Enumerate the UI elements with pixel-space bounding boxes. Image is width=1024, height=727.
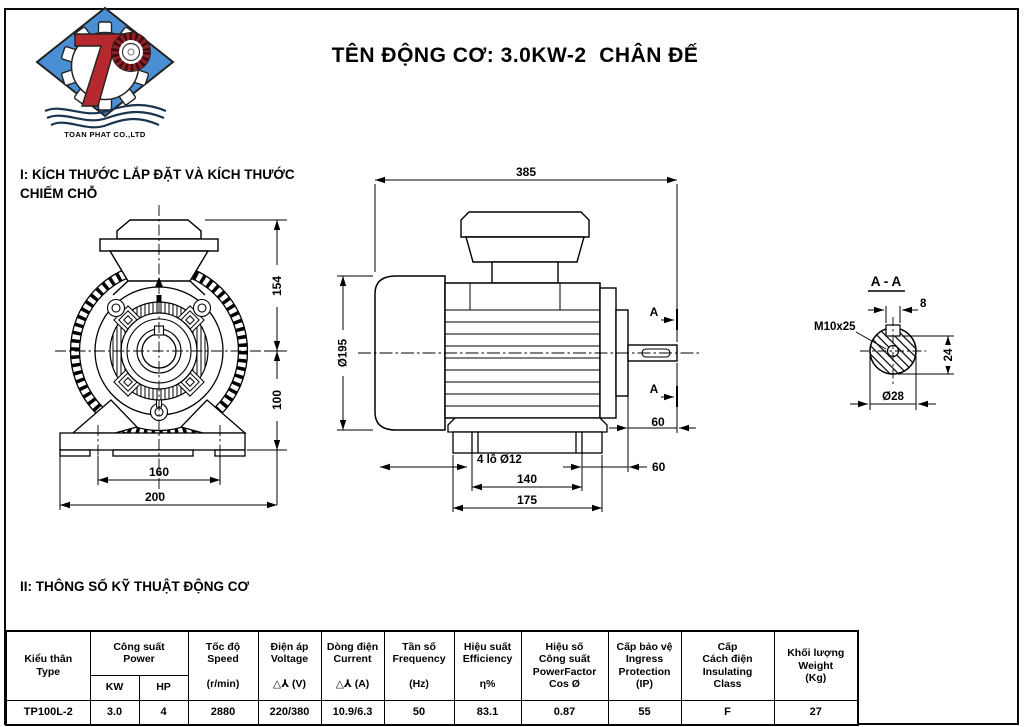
col-header-efficiency: Hiệu suất Efficiency η% bbox=[453, 630, 522, 701]
dimension-175 bbox=[452, 455, 603, 512]
section-2-heading: II: THÔNG SỐ KỸ THUẬT ĐỘNG CƠ bbox=[20, 579, 250, 594]
dim-60-shaft-label: 60 bbox=[651, 415, 665, 429]
section-aa-title: A - A bbox=[871, 274, 902, 289]
body-fins bbox=[445, 283, 600, 407]
cell-frequency: 50 bbox=[383, 699, 455, 725]
cell-weight: 27 bbox=[773, 699, 859, 725]
cell-kw: 3.0 bbox=[89, 699, 140, 725]
col-header-kw: KW bbox=[89, 674, 140, 701]
col-header-insulation: Cấp Cách điện Insulating Class bbox=[680, 630, 775, 701]
centerlines-front bbox=[55, 205, 267, 495]
dim-385-label: 385 bbox=[516, 165, 536, 179]
centerlines-aa bbox=[860, 317, 926, 385]
col-header-type: Kiểu thân Type bbox=[5, 630, 91, 701]
center-mark-triangle bbox=[155, 277, 163, 287]
mounting-feet-side bbox=[447, 417, 608, 454]
logo-waves bbox=[44, 103, 167, 129]
cell-type: TP100L-2 bbox=[5, 699, 91, 725]
terminal-box-side bbox=[460, 211, 590, 284]
dim-d195-label: Ø195 bbox=[338, 338, 350, 367]
dim-175-label: 175 bbox=[517, 493, 537, 507]
cell-voltage: 220/380 bbox=[257, 699, 322, 725]
col-header-current: Dòng điện Current △⅄ (A) bbox=[320, 630, 385, 701]
leader-m10 bbox=[855, 331, 887, 350]
motor-body bbox=[444, 282, 601, 419]
cell-speed: 2880 bbox=[187, 699, 259, 725]
dim-200-label: 200 bbox=[145, 490, 165, 504]
dim-d28-label: Ø28 bbox=[882, 391, 904, 403]
col-header-voltage: Điện áp Voltage △⅄ (V) bbox=[257, 630, 322, 701]
dim-24-label: 24 bbox=[943, 348, 955, 361]
col-header-frequency: Tần số Frequency (Hz) bbox=[383, 630, 455, 701]
logo-gear-ring bbox=[111, 32, 151, 72]
logo-company-name: TOAN PHAT CO.,LTD bbox=[64, 130, 146, 139]
col-header-ip: Cấp bảo vệ Ingress Protection (IP) bbox=[607, 630, 682, 701]
dimension-8 bbox=[868, 306, 918, 323]
dim-4-holes-label: 4 lỗ Ø12 bbox=[477, 453, 522, 466]
section-aa-drawing: A - A bbox=[814, 274, 955, 410]
cell-power-factor: 0.87 bbox=[520, 699, 609, 725]
col-header-weight: Khối lượng Weight (Kg) bbox=[773, 630, 859, 701]
front-view-drawing: 154 100 160 200 bbox=[55, 205, 287, 510]
dim-140-label: 140 bbox=[517, 472, 537, 486]
dim-8-label: 8 bbox=[920, 298, 927, 310]
bolt-lugs bbox=[106, 298, 212, 422]
col-header-power-factor: Hiệu số Công suất PowerFactor Cos Ø bbox=[520, 630, 609, 701]
side-view-drawing: 385 Ø195 A A 60 60 4 lỗ Ø12 140 175 bbox=[335, 165, 702, 512]
section-a-label-bottom: A bbox=[650, 382, 659, 396]
dimension-60-shaft bbox=[609, 363, 696, 472]
cell-efficiency: 83.1 bbox=[453, 699, 522, 725]
cell-ip: 55 bbox=[607, 699, 682, 725]
dim-100-label: 100 bbox=[270, 390, 284, 410]
col-header-power: Công suất Power bbox=[89, 630, 189, 676]
col-header-hp: HP bbox=[138, 674, 189, 701]
dimension-100 bbox=[247, 351, 287, 505]
dim-160-label: 160 bbox=[149, 465, 169, 479]
cell-current: 10.9/6.3 bbox=[320, 699, 385, 725]
dimension-160 bbox=[97, 456, 221, 485]
dim-154-label: 154 bbox=[270, 276, 284, 296]
cell-insulation: F bbox=[680, 699, 775, 725]
spec-table: Kiểu thân Type Công suất Power Tốc độ Sp… bbox=[5, 630, 859, 726]
section-a-label-top: A bbox=[650, 305, 659, 319]
company-logo: TOAN PHAT CO.,LTD bbox=[35, 6, 175, 139]
table-row: TP100L-2 3.0 4 2880 220/380 10.9/6.3 50 … bbox=[5, 699, 859, 725]
sheet-title: TÊN ĐỘNG CƠ: 3.0KW-2 CHÂN ĐẾ bbox=[331, 44, 699, 67]
cell-hp: 4 bbox=[138, 699, 189, 725]
dim-60-foot-label: 60 bbox=[652, 460, 666, 474]
dimension-d28 bbox=[850, 356, 936, 410]
mounting-feet-front bbox=[59, 399, 247, 457]
col-header-speed: Tốc độ Speed (r/min) bbox=[187, 630, 259, 701]
dimension-200 bbox=[59, 452, 277, 510]
tap-m10x25-label: M10x25 bbox=[814, 321, 856, 333]
section-1-heading: I: KÍCH THƯỚC LẮP ĐẶT VÀ KÍCH THƯỚC CHIẾ… bbox=[20, 167, 295, 201]
